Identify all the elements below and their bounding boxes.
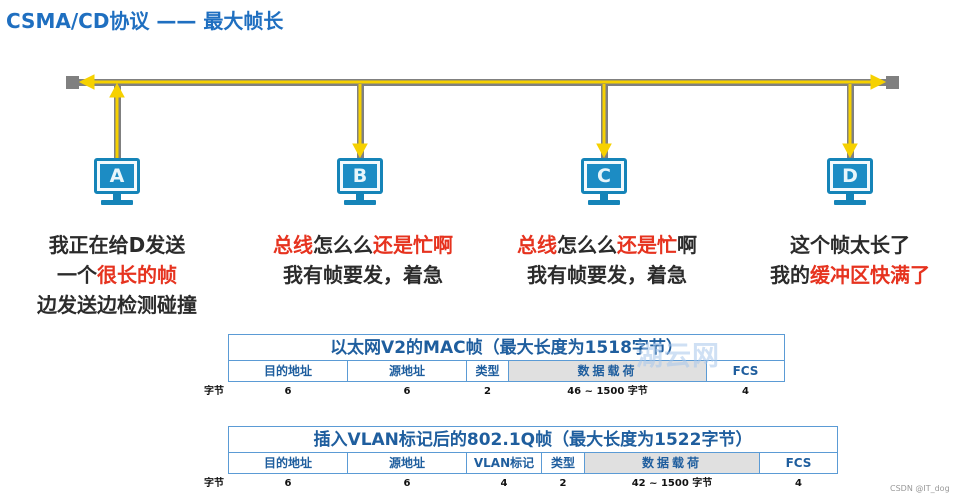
mac-bytes-payload: 46 ~ 1500 字节 (567, 386, 648, 397)
signal-arrow-d (842, 143, 858, 159)
vlan-field-source: 源地址 (347, 452, 467, 474)
watermark: 湖云网 (636, 341, 720, 372)
signal-arrow-c (596, 143, 612, 159)
vlan-field-type: 类型 (541, 452, 585, 474)
computer-icon: C (581, 158, 627, 194)
station-b-message: 总线怎么么还是忙啊 我有帧要发，着急 (273, 233, 453, 287)
mac-bytes-source: 6 (403, 386, 411, 397)
mac-field-destination: 目的地址 (228, 360, 348, 382)
bus-end-left (66, 76, 79, 89)
mac-field-payload: 数据载荷 (508, 360, 707, 382)
computer-icon: D (827, 158, 873, 194)
page-title: CSMA/CD协议 —— 最大帧长 (6, 9, 284, 33)
mac-field-type: 类型 (466, 360, 509, 382)
vlan-field-tag: VLAN标记 (466, 452, 542, 474)
station-a-message: 我正在给D发送 一个很长的帧 边发送边检测碰撞 (37, 233, 197, 317)
vlan-bytes-fcs: 4 (795, 478, 802, 489)
computer-icon: B (337, 158, 383, 194)
signal-arrow-a (109, 82, 125, 98)
vlan-bytes-payload: 42 ~ 1500 字节 (631, 478, 713, 489)
signal-propagation (78, 74, 887, 160)
signal-arrow-b (352, 143, 368, 159)
bus-diagram (66, 74, 899, 160)
station-label: C (587, 164, 621, 188)
station-c-message: 总线怎么么还是忙啊 我有帧要发，着急 (517, 233, 697, 287)
computer-icon: A (94, 158, 140, 194)
vlan-frame-title: 插入VLAN标记后的802.1Q帧（最大长度为1522字节） (228, 426, 838, 453)
mac-frame-title: 以太网V2的MAC帧（最大长度为1518字节） (228, 334, 785, 361)
mac-bytes-type: 2 (484, 386, 491, 397)
bus-end-right (886, 76, 899, 89)
credit-text: CSDN @IT_dog (890, 484, 950, 493)
mac-bytes-fcs: 4 (742, 386, 749, 397)
mac-bytes-unit: 字节 (204, 386, 224, 397)
station-label: B (343, 164, 377, 188)
station-d-message: 这个帧太长了 我的缓冲区快满了 (770, 233, 930, 287)
vlan-bytes-destination: 6 (284, 478, 292, 489)
station-label: D (833, 164, 867, 188)
vlan-field-destination: 目的地址 (228, 452, 348, 474)
mac-bytes-destination: 6 (284, 386, 292, 397)
vlan-field-payload: 数据载荷 (584, 452, 760, 474)
vlan-bytes-tag: 4 (500, 478, 508, 489)
signal-arrow-right (870, 74, 887, 90)
vlan-bytes-type: 2 (559, 478, 567, 489)
vlan-bytes-unit: 字节 (204, 478, 224, 489)
signal-arrow-left (78, 74, 95, 90)
vlan-bytes-source: 6 (403, 478, 411, 489)
vlan-field-fcs: FCS (759, 452, 838, 474)
station-label: A (100, 164, 134, 188)
mac-field-fcs: FCS (706, 360, 785, 382)
bus-cable (66, 76, 899, 160)
mac-field-source: 源地址 (347, 360, 467, 382)
